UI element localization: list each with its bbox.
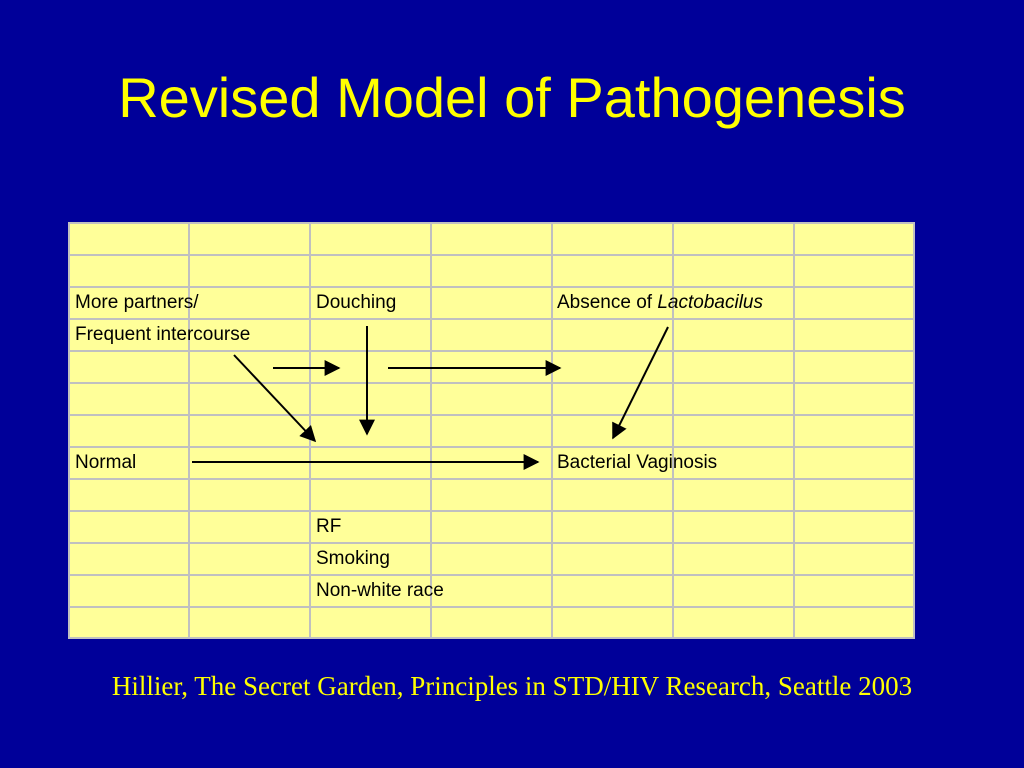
rf-label: RF <box>316 516 342 537</box>
slide-title: Revised Model of Pathogenesis <box>118 66 906 129</box>
grid-lines <box>68 222 915 639</box>
arrow-partners-to-normal <box>233 354 317 443</box>
douching-label: Douching <box>316 292 397 313</box>
diagram-canvas <box>68 222 915 639</box>
non-white-race-label: Non-white race <box>316 580 444 601</box>
pathogenesis-diagram: More partners/ Frequent intercourse Douc… <box>68 222 915 639</box>
arrows <box>192 326 669 470</box>
bacterial-vaginosis-label: Bacterial Vaginosis <box>557 452 718 473</box>
frequent-intercourse-label: Frequent intercourse <box>75 324 251 345</box>
more-partners-label: More partners/ <box>75 292 199 313</box>
arrow-lactobacilus-to-bv <box>612 326 669 440</box>
citation: Hillier, The Secret Garden, Principles i… <box>111 671 913 701</box>
normal-label: Normal <box>75 452 137 473</box>
lactobacilus-italic: Lactobacilus <box>657 292 763 313</box>
smoking-label: Smoking <box>316 548 390 569</box>
absence-of-lactobacilus-label: Absence of Lactobacilus <box>557 292 763 313</box>
